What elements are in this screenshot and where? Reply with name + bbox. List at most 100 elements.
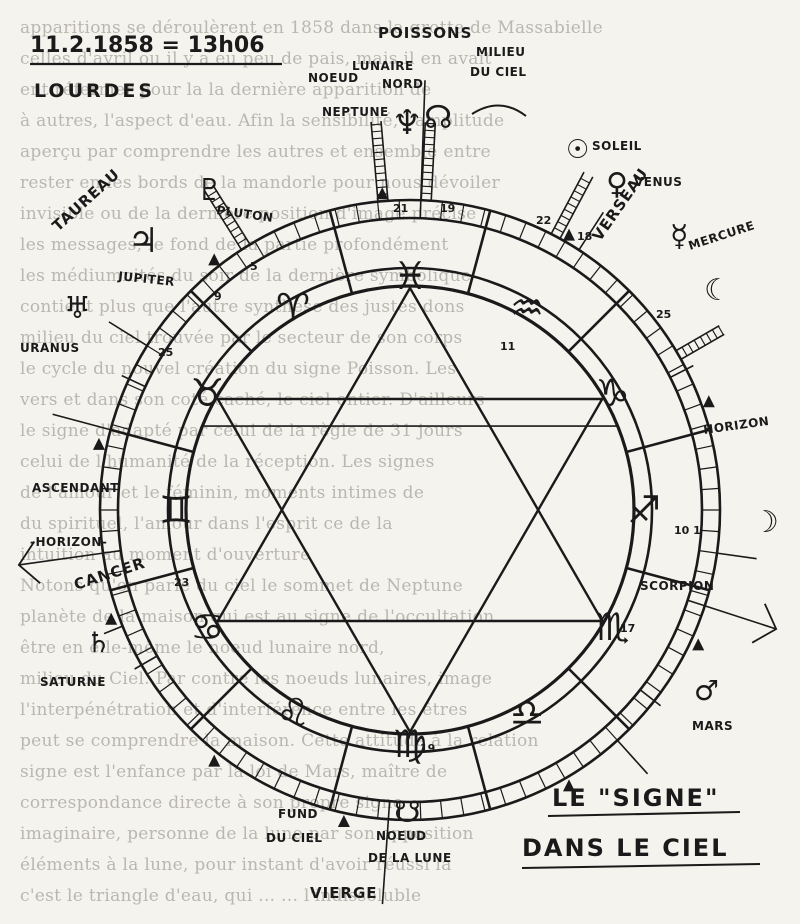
sign-divider (626, 428, 710, 454)
degree-tick (334, 793, 340, 811)
degree-5: 5 (250, 260, 258, 273)
degree-tick (293, 780, 302, 798)
node-line-rung (422, 178, 433, 181)
rim-marker (92, 437, 105, 450)
degree-tick (158, 681, 175, 693)
sign-glyph-aries: ♈ (276, 285, 310, 329)
degree-tick (146, 345, 163, 356)
degree-tick (676, 628, 694, 637)
degree-tick (376, 201, 381, 220)
degree-tick (100, 487, 119, 491)
mars-label: MARS (692, 719, 733, 733)
venus-line (578, 211, 605, 251)
degree-tick (355, 204, 360, 223)
degree-tick (460, 204, 465, 223)
horizon-arrow (751, 603, 778, 644)
mercury-line-rung (717, 325, 724, 336)
degree-tick (118, 609, 136, 617)
degree-tick (684, 609, 702, 617)
degree-tick (460, 797, 465, 816)
degree-19-bottom: 19 (420, 742, 435, 755)
neptune-line-rail (370, 121, 379, 202)
neptune-line-rung (375, 172, 386, 175)
sun-line-rung (550, 233, 561, 240)
sun-line-rung (573, 190, 584, 196)
midheaven-label-1: MILIEU (476, 45, 525, 59)
degree-tick (102, 466, 121, 470)
rim-marker (563, 779, 575, 792)
mercury-label: MERCURE (687, 218, 757, 253)
degree-tick (118, 403, 136, 411)
sign-glyphs: ♓♒♑♐♏♎♍♌♋♊♉♈ (159, 254, 661, 766)
degree-tick (439, 201, 444, 220)
degree-tick (355, 797, 360, 816)
mercury-icon: ☿ (670, 219, 688, 254)
venus-label: VENUS (634, 175, 682, 189)
degree-tick (419, 801, 422, 820)
sign-glyph-libra: ♎ (510, 691, 544, 735)
degree-tick (273, 231, 283, 248)
degree-19-top: 19 (440, 202, 455, 215)
degree-tick (100, 529, 119, 533)
pluto-line-rung (241, 243, 251, 251)
horizon-left-label: -HORIZON- (30, 535, 107, 549)
pluto-line-rung (218, 208, 229, 215)
star-of-david (202, 285, 618, 735)
neptune-line-rung (373, 151, 384, 154)
rim-marker (208, 253, 221, 266)
degree-tick (313, 787, 321, 806)
rim-marker (563, 228, 575, 241)
degree-tick (376, 800, 381, 819)
sign-divider (626, 566, 710, 592)
caption-line-1: LE "SIGNE" (552, 784, 719, 812)
degree-tick (218, 265, 231, 281)
sign-glyph-scorpio: ♏ (596, 605, 630, 649)
degree-tick (202, 726, 216, 741)
neptune-line-rung (374, 165, 385, 168)
sign-glyph-taurus: ♉ (190, 371, 224, 415)
pluto-line-rung (215, 202, 225, 209)
degree-tick (676, 383, 694, 392)
mercury-line-rung (699, 336, 706, 346)
saturn-line (103, 625, 123, 635)
node-line-rung (424, 136, 435, 139)
degree-tick (589, 739, 602, 755)
mercury-line-rung (687, 343, 694, 353)
degree-tick (657, 345, 674, 356)
degree-tick (106, 570, 125, 576)
neptune-line-rung (376, 186, 387, 189)
node-line-rung (421, 185, 432, 188)
moon-icon: ☾ (704, 273, 731, 308)
pluto-icon: ♇ (196, 173, 223, 208)
degree-tick (480, 209, 486, 227)
sun-line-rung (580, 177, 590, 184)
degree-tick (202, 279, 216, 294)
neptune-line-rung (371, 123, 382, 126)
degree-tick (695, 570, 714, 576)
saturn-icon: ♄ (86, 626, 111, 659)
north-node-label-2: LUNAIRE (352, 59, 414, 73)
date-time-label: 11.2.1858 = 13h06 (30, 33, 265, 58)
degree-tick (254, 762, 265, 779)
mars-icon: ♂ (694, 674, 719, 707)
neptune-line-rung (372, 137, 383, 140)
sun-line-rung (577, 184, 587, 190)
star-triangle-down (215, 397, 605, 735)
sign-divider (466, 210, 492, 294)
neptune-line-rung (377, 200, 389, 203)
node-line-rail (420, 122, 427, 201)
house-cusp-25 (669, 364, 694, 379)
degree-tick (699, 550, 718, 554)
virgo-label: VIERGE (310, 884, 378, 902)
wheel-ring (184, 284, 636, 736)
node-line-rung (421, 192, 432, 195)
place-label: LOURDES (34, 80, 155, 102)
sign-glyph-sagittarius: ♐ (627, 488, 661, 532)
jupiter-label: JUPITER (117, 269, 176, 289)
neptune-line-rung (374, 158, 385, 161)
rim-marker (337, 815, 350, 828)
degree-tick (699, 466, 718, 470)
sun-line-rung (554, 227, 564, 233)
jupiter-line (108, 321, 148, 347)
